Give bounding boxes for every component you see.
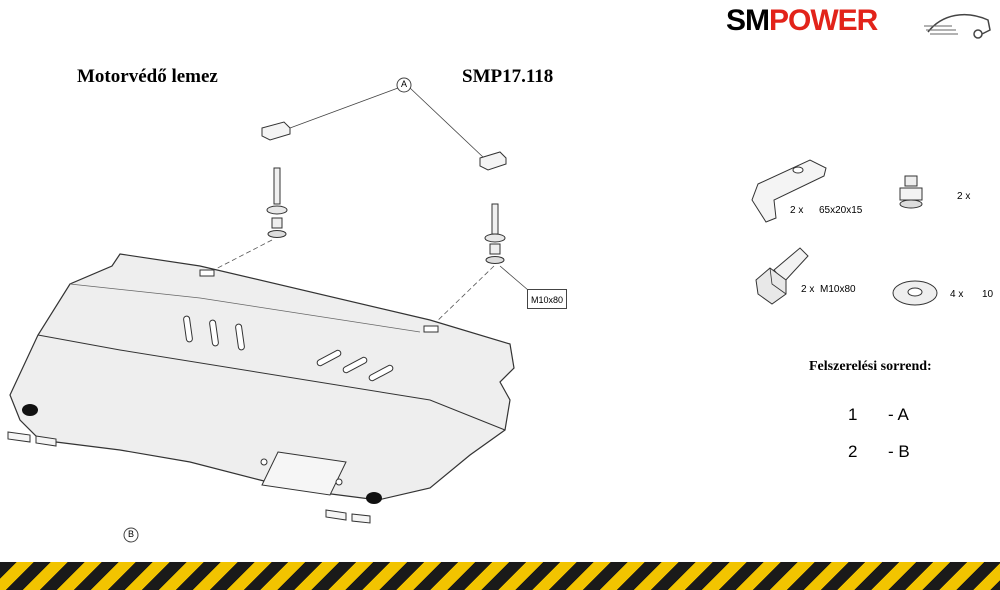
cage-nut-icon bbox=[899, 175, 923, 209]
sequence-step-2-label: - B bbox=[888, 442, 910, 461]
sequence-step-2-num: 2 bbox=[848, 442, 858, 461]
skid-plate-drawing bbox=[7, 77, 529, 543]
tapping-plate-icon bbox=[751, 159, 827, 223]
bolt-left-icon bbox=[266, 167, 288, 238]
part-4-spec: 10 bbox=[982, 289, 994, 300]
callout-b-circle bbox=[123, 527, 139, 543]
bracket-left-icon bbox=[261, 121, 291, 141]
product-name: Motorvédő lemez bbox=[77, 66, 218, 87]
part-4-qty: 4 x bbox=[950, 289, 964, 300]
sequence-step-1-label: - A bbox=[888, 405, 909, 424]
part-3-spec: M10x80 bbox=[820, 284, 856, 295]
skid-plate-body bbox=[7, 253, 515, 524]
callout-a-circle bbox=[396, 77, 412, 93]
sequence-step-1-num: 1 bbox=[848, 405, 858, 424]
bolt-callout-box: M10x80 bbox=[527, 289, 568, 309]
hex-bolt-icon bbox=[755, 247, 809, 305]
callout-a-label: A bbox=[401, 79, 408, 89]
hazard-stripe-footer bbox=[0, 562, 1000, 590]
logo-sm-text: SM bbox=[726, 4, 770, 37]
callout-b-label: B bbox=[128, 529, 135, 539]
brand-logo: SMPOWER bbox=[726, 4, 878, 38]
logo-car-swoosh-icon bbox=[924, 13, 991, 39]
bolt-right-icon bbox=[484, 203, 506, 264]
washer-icon bbox=[892, 280, 938, 306]
sequence-title: Felszerelési sorrend: bbox=[809, 359, 932, 374]
bracket-right-icon bbox=[479, 151, 507, 171]
part-3-qty: 2 x bbox=[801, 284, 815, 295]
part-2-qty: 2 x bbox=[957, 191, 971, 202]
logo-power-text: POWER bbox=[769, 4, 878, 37]
part-1-spec: 65x20x15 bbox=[819, 205, 863, 216]
part-code: SMP17.118 bbox=[462, 66, 554, 87]
part-1-qty: 2 x bbox=[790, 205, 804, 216]
bolt-callout-label: M10x80 bbox=[531, 295, 564, 305]
